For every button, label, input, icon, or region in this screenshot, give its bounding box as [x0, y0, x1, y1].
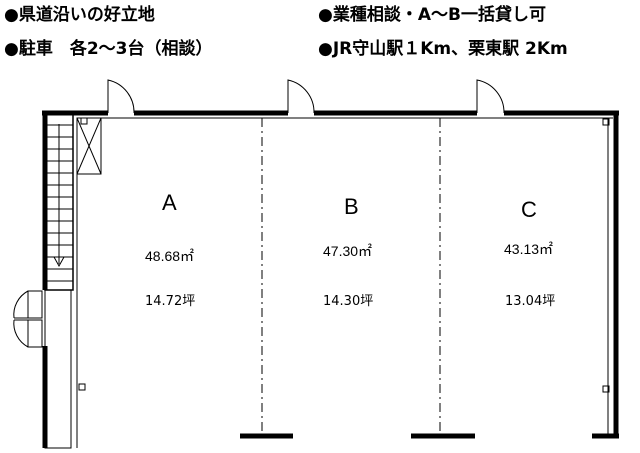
room-b-area: 47.30㎡: [323, 243, 372, 259]
stair-arrow-head: [53, 256, 65, 268]
door-top-3: [476, 79, 505, 114]
room-a-tsubo: 14.72坪: [145, 294, 195, 309]
note-business-type: ●業種相談・A～B一括貸し可: [318, 5, 546, 25]
door-top-1: [107, 79, 135, 114]
room-b-tsubo: 14.30坪: [323, 294, 373, 309]
door-left-double: [13, 290, 43, 348]
room-c-area: 43.13㎡: [504, 241, 553, 257]
left-closet: [44, 289, 72, 449]
shaft-box: [76, 117, 102, 175]
door-top-2: [287, 79, 315, 114]
room-c-tsubo: 13.04坪: [505, 294, 555, 309]
room-a-area: 48.68㎡: [145, 248, 194, 264]
note-station-access: ●JR守山駅１Km、栗東駅 2Km: [318, 39, 568, 59]
note-roadside-location: ●県道沿いの好立地: [4, 5, 155, 25]
room-b-letter: B: [344, 194, 359, 219]
note-parking: ●駐車 各2～3台（相談）: [4, 39, 213, 59]
room-c-letter: C: [521, 197, 537, 222]
room-a-letter: A: [162, 190, 177, 215]
